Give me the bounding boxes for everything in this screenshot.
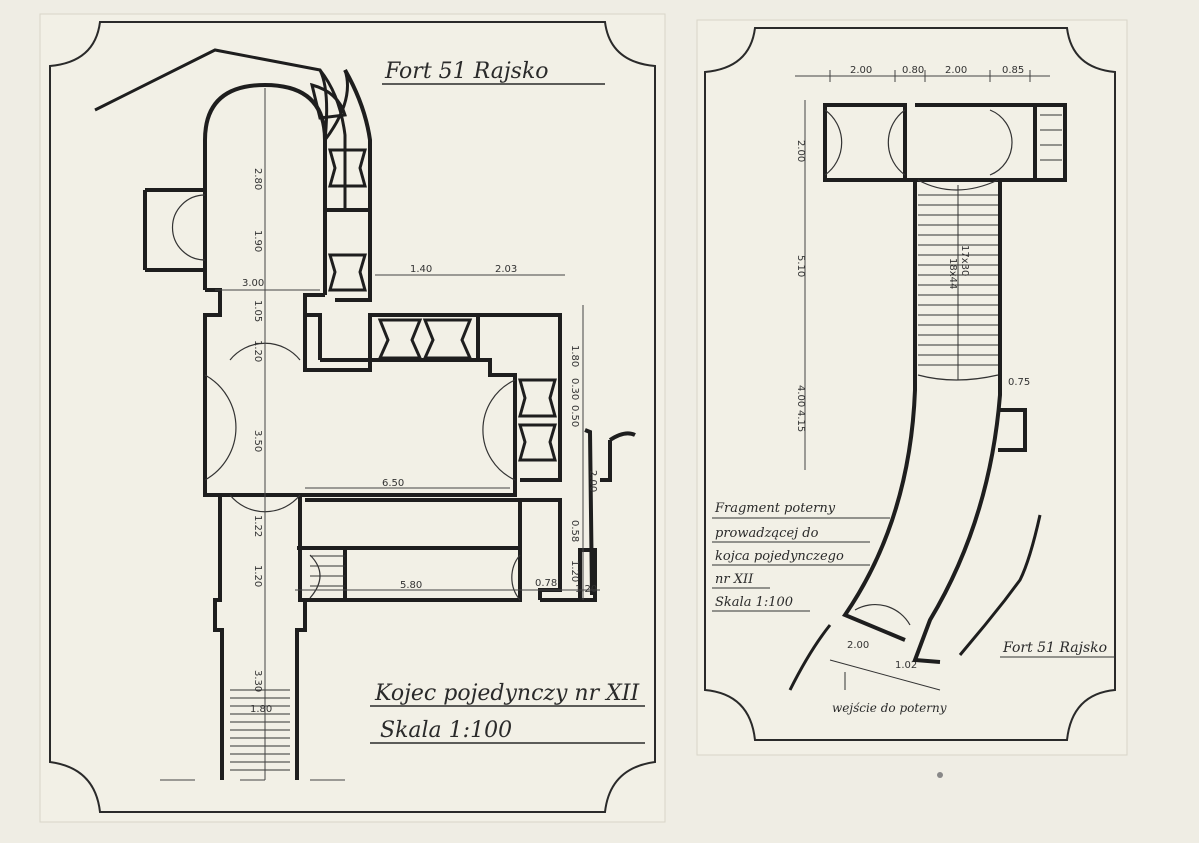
dim-105: 1.05 bbox=[252, 300, 263, 322]
right-sheet-paper bbox=[696, 19, 1128, 756]
dim-330: 3.30 bbox=[252, 670, 263, 692]
dim-180: 1.80 bbox=[569, 345, 580, 367]
dim-075: 0.75 bbox=[1008, 377, 1030, 388]
left-caption-line1: Kojec pojedynczy nr XII bbox=[374, 681, 640, 706]
dim-v400: 4.00 bbox=[795, 385, 806, 407]
dim-050: 0.50 bbox=[569, 405, 580, 427]
right-door-arcs bbox=[824, 109, 1013, 626]
dim-078: 0.78 bbox=[535, 578, 557, 589]
left-title: Fort 51 Rajsko bbox=[384, 59, 549, 84]
right-caption: Fragment poterny prowadzącej do kojca po… bbox=[714, 501, 844, 610]
left-hex-cells bbox=[309, 82, 558, 462]
dim-203: 2.03 bbox=[495, 264, 517, 275]
dim-122: 1.22 bbox=[252, 515, 263, 537]
dim-stairs: 17x30 bbox=[959, 245, 970, 276]
dim-120a: 1.20 bbox=[252, 340, 263, 362]
dim-180b: 1.80 bbox=[250, 704, 272, 715]
dim-t200a: 2.00 bbox=[850, 65, 872, 76]
right-sheet: 2.00 0.80 2.00 0.85 2.00 5.10 4.00 4.15 … bbox=[696, 19, 1128, 756]
right-dimension-labels: 2.00 0.80 2.00 0.85 2.00 5.10 4.00 4.15 … bbox=[795, 65, 1030, 671]
left-sheet: Fort 51 Rajsko bbox=[39, 13, 666, 823]
dim-300: 3.00 bbox=[242, 278, 264, 289]
dim-580: 5.80 bbox=[400, 580, 422, 591]
dim-120c: 1.20 bbox=[569, 560, 580, 582]
left-stairs bbox=[230, 555, 345, 771]
dim-200: 2.00 bbox=[587, 470, 598, 492]
dim-t080: 0.80 bbox=[902, 65, 924, 76]
right-caption-line5: Skala 1:100 bbox=[715, 595, 793, 610]
right-top-dimensions bbox=[795, 70, 1050, 470]
right-sheet-border bbox=[704, 27, 1116, 741]
dim-stairs2: 18x44 bbox=[947, 258, 958, 289]
dim-030: 0.30 bbox=[569, 378, 580, 400]
dim-v510: 5.10 bbox=[795, 255, 806, 277]
dim-120d: 1.20 bbox=[575, 584, 597, 595]
left-dimension-lines bbox=[160, 88, 600, 781]
dim-b200: 2.00 bbox=[847, 640, 869, 651]
dim-t085: 0.85 bbox=[1002, 65, 1024, 76]
right-caption-line4: nr XII bbox=[715, 572, 754, 587]
right-entrance-arrow bbox=[829, 659, 941, 691]
entrance-label: wejście do poterny bbox=[832, 701, 947, 715]
dim-v200: 2.00 bbox=[795, 140, 806, 162]
left-caption-line2: Skala 1:100 bbox=[380, 718, 512, 743]
right-caption-underlines bbox=[712, 517, 890, 612]
dim-140: 1.40 bbox=[410, 264, 432, 275]
paper-speck bbox=[937, 772, 943, 778]
dim-120b: 1.20 bbox=[252, 565, 263, 587]
dim-058: 0.58 bbox=[569, 520, 580, 542]
right-stair-treads bbox=[918, 114, 1062, 380]
right-title: Fort 51 Rajsko bbox=[1002, 640, 1107, 656]
right-caption-line1: Fragment poterny bbox=[714, 501, 836, 516]
dim-190: 1.90 bbox=[252, 230, 263, 252]
left-dimension-labels: 2.80 1.90 3.00 1.05 1.40 2.03 1.20 1.80 … bbox=[242, 168, 598, 715]
right-floor-plan bbox=[823, 103, 1067, 664]
dim-t200b: 2.00 bbox=[945, 65, 967, 76]
right-rock-outline bbox=[788, 514, 1042, 691]
dim-v415: 4.15 bbox=[795, 410, 806, 432]
dim-350: 3.50 bbox=[252, 430, 263, 452]
dim-280: 2.80 bbox=[252, 168, 263, 190]
dim-650: 6.50 bbox=[382, 478, 404, 489]
right-caption-line3: kojca pojedynczego bbox=[715, 549, 844, 564]
dim-b102: 1.02 bbox=[895, 660, 917, 671]
left-sheet-border bbox=[49, 21, 656, 813]
right-caption-line2: prowadzącej do bbox=[715, 526, 819, 541]
